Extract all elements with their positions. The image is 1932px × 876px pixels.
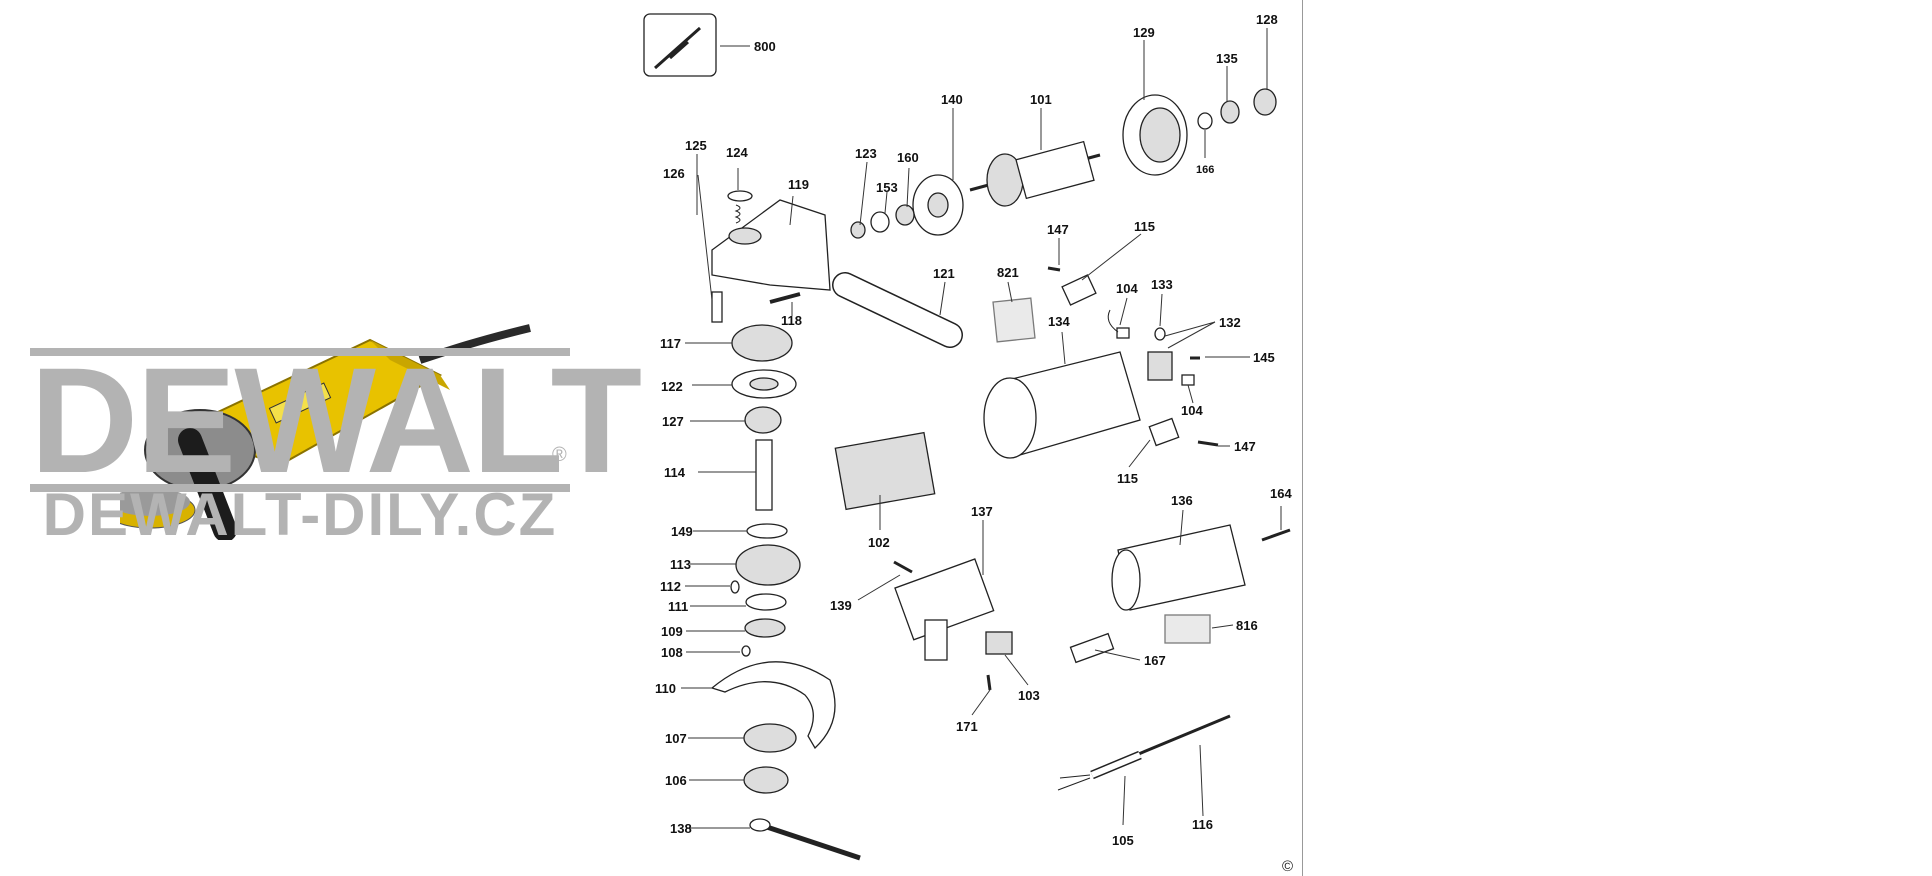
leader-lines	[681, 28, 1282, 829]
part-label-119: 119	[788, 177, 809, 192]
part-label-104: 104	[1181, 403, 1203, 418]
part-label-113: 113	[670, 557, 691, 572]
dewalt-watermark: DEWALT	[30, 336, 642, 504]
part-label-171: 171	[956, 719, 978, 734]
separator-line	[1302, 0, 1303, 876]
part-label-112: 112	[660, 579, 681, 594]
part-label-125: 125	[685, 138, 707, 153]
part-label-149: 149	[671, 524, 693, 539]
part-label-115: 115	[1117, 471, 1138, 486]
part-label-135: 135	[1216, 51, 1238, 66]
part-label-139: 139	[830, 598, 852, 613]
part-label-108: 108	[661, 645, 683, 660]
part-label-117: 117	[660, 336, 681, 351]
part-label-115: 115	[1134, 219, 1155, 234]
part-label-116: 116	[1192, 817, 1213, 832]
part-label-107: 107	[665, 731, 687, 746]
copyright-mark: ©	[1282, 858, 1294, 875]
part-label-153: 153	[876, 180, 898, 195]
part-label-145: 145	[1253, 350, 1275, 365]
part-label-124: 124	[726, 145, 748, 160]
part-label-160: 160	[897, 150, 919, 165]
part-label-140: 140	[941, 92, 963, 107]
part-label-147: 147	[1047, 222, 1069, 237]
product-panel: DEWALT ® DEWALT-DILY.CZ	[0, 0, 642, 876]
part-label-129: 129	[1133, 25, 1155, 40]
part-label-147: 147	[1234, 439, 1256, 454]
part-label-128: 128	[1256, 12, 1278, 27]
angle-grinder-photo	[120, 324, 531, 540]
part-label-127: 127	[662, 414, 684, 429]
exploded-parts-diagram: 800 128 129 135 140 101 166 125 124 126 …	[643, 12, 1292, 861]
part-label-821: 821	[997, 265, 1019, 280]
part-label-105: 105	[1112, 833, 1134, 848]
part-label-101: 101	[1030, 92, 1052, 107]
part-label-118: 118	[781, 313, 802, 328]
part-label-138: 138	[670, 821, 692, 836]
part-label-134: 134	[1048, 314, 1070, 329]
part-labels: 800 128 129 135 140 101 166 125 124 126 …	[655, 12, 1292, 848]
part-label-167: 167	[1144, 653, 1166, 668]
part-label-123: 123	[855, 146, 877, 161]
part-label-800: 800	[754, 39, 776, 54]
dewalt-dily-watermark: DEWALT-DILY.CZ	[42, 481, 558, 548]
part-label-122: 122	[661, 379, 683, 394]
part-label-132: 132	[1219, 315, 1241, 330]
part-label-103: 103	[1018, 688, 1040, 703]
part-label-166: 166	[1196, 164, 1214, 176]
part-label-126: 126	[663, 166, 685, 181]
registered-mark: ®	[552, 444, 567, 466]
part-label-136: 136	[1171, 493, 1193, 508]
part-label-114: 114	[664, 465, 686, 480]
part-label-110: 110	[655, 681, 676, 696]
part-label-816: 816	[1236, 618, 1258, 633]
part-label-104: 104	[1116, 281, 1138, 296]
part-drawings	[643, 13, 1291, 861]
part-label-164: 164	[1270, 486, 1292, 501]
part-label-102: 102	[868, 535, 890, 550]
part-label-121: 121	[933, 266, 955, 281]
part-label-111: 111	[668, 599, 688, 614]
part-label-137: 137	[971, 504, 993, 519]
part-label-109: 109	[661, 624, 683, 639]
part-label-133: 133	[1151, 277, 1173, 292]
part-label-106: 106	[665, 773, 687, 788]
